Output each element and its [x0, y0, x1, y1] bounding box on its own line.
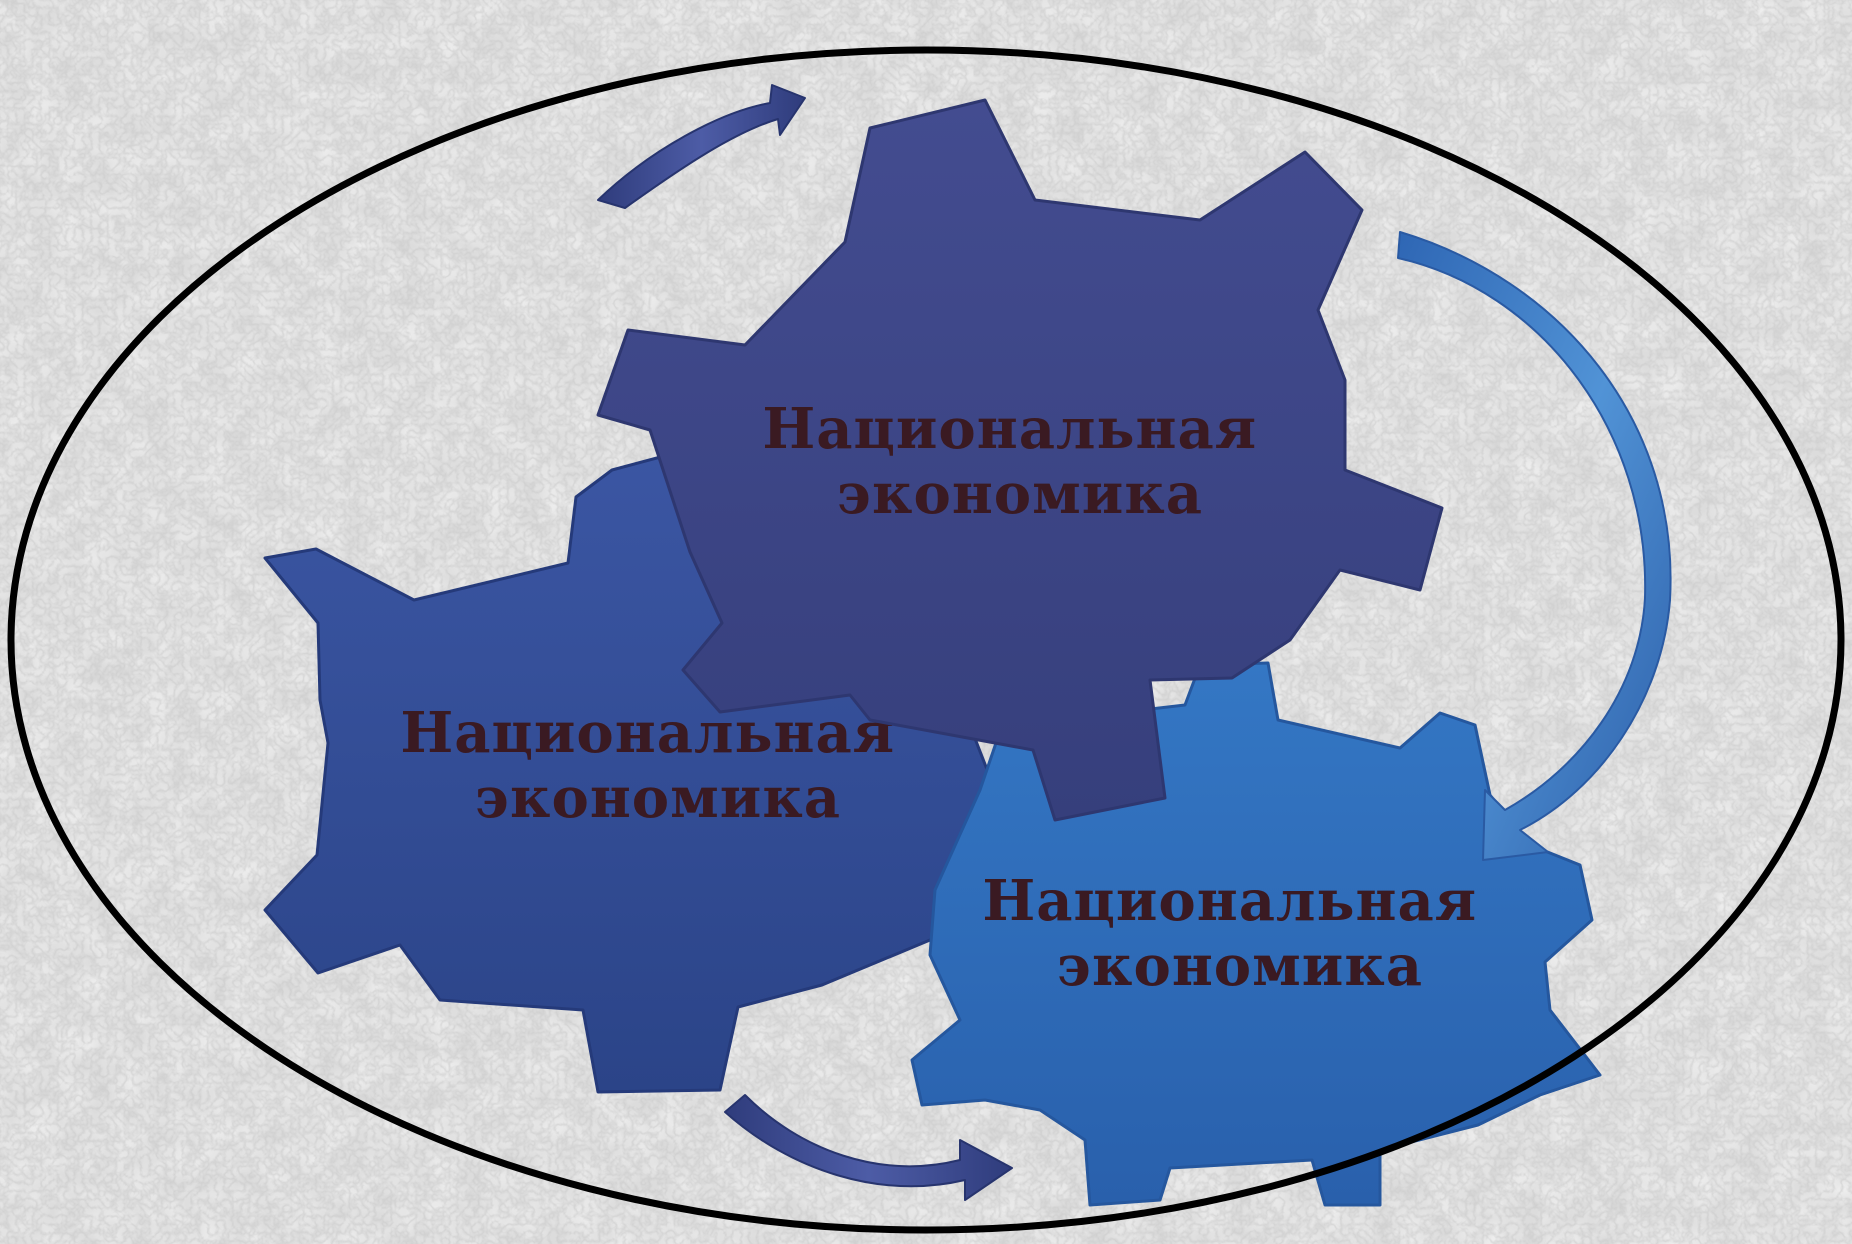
- svg-text:Национальная экономика: Национальная экономика: [762, 396, 1277, 527]
- enclosing-ellipse: [7, 46, 1845, 1234]
- arrow-bottom: [724, 1094, 1013, 1201]
- svg-text:Национальная экономика: Национальная экономика: [982, 868, 1497, 999]
- gear-top-label-line1: Национальная: [762, 396, 1257, 462]
- arrow-right: [1397, 231, 1672, 861]
- svg-text:Национальная экономика: Национальная экономика: [400, 700, 915, 831]
- gear-right-label-line2: экономика: [1057, 933, 1423, 999]
- gear-right-label-line1: Национальная: [982, 868, 1477, 934]
- gear-top-label-line2: экономика: [837, 461, 1203, 527]
- gear-left-label-line2: экономика: [475, 765, 841, 831]
- gear-left-label-line1: Национальная: [400, 700, 895, 766]
- gear-top: Национальная экономика: [596, 98, 1444, 822]
- gear-top-shape: [596, 98, 1444, 822]
- arrow-top-left: [597, 84, 806, 209]
